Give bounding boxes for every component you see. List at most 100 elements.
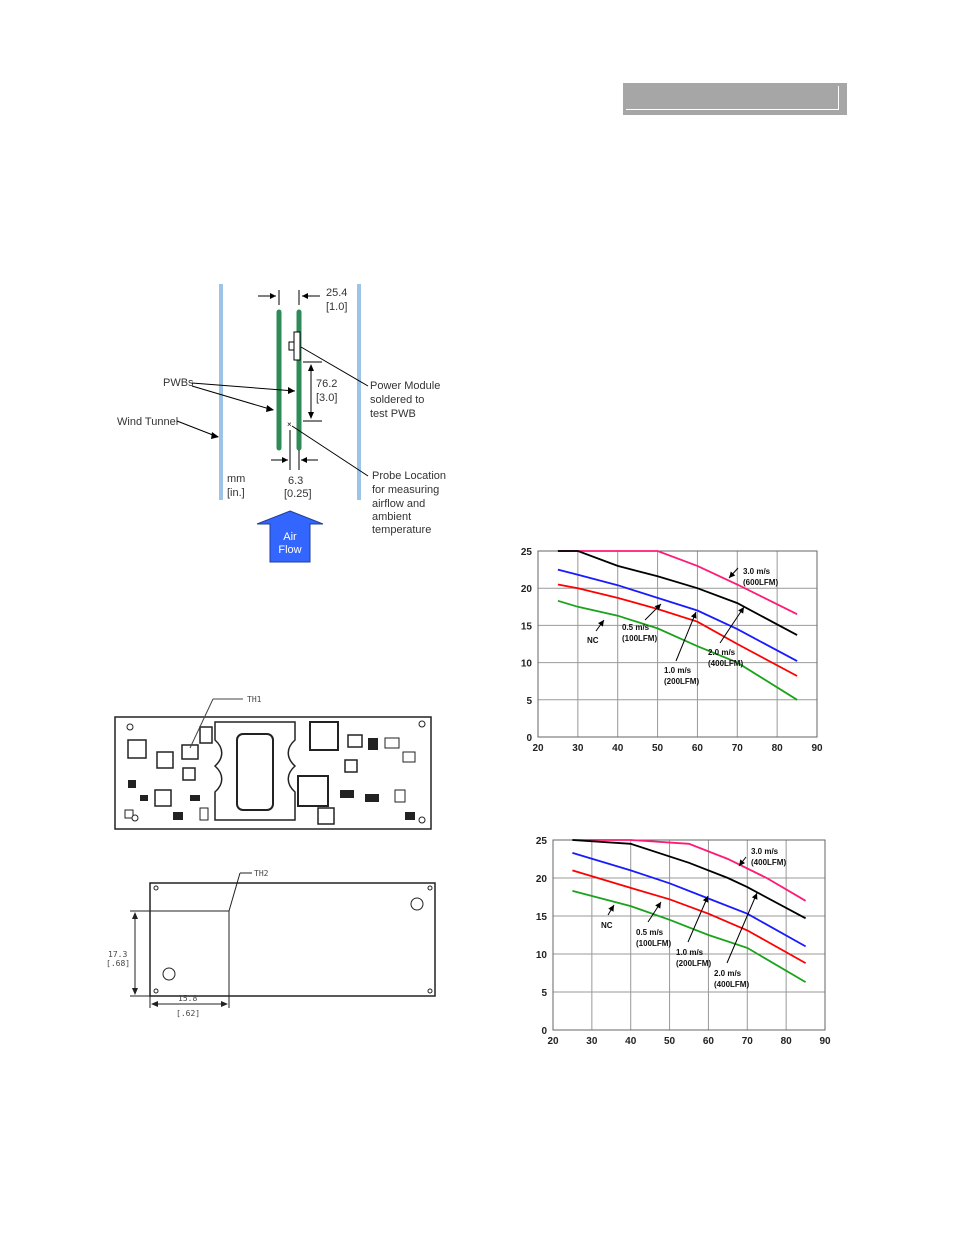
component bbox=[173, 812, 183, 820]
x-tick-label: 40 bbox=[625, 1036, 637, 1047]
y-tick-label: 25 bbox=[536, 836, 548, 847]
leader-arrowhead bbox=[211, 432, 219, 439]
annotation-label: (400LFM) bbox=[708, 659, 743, 668]
label-units-in: [in.] bbox=[227, 487, 245, 499]
component bbox=[190, 795, 200, 801]
x-tick-label: 80 bbox=[781, 1036, 793, 1047]
annotation-arrowhead bbox=[690, 612, 697, 619]
x-tick-label: 30 bbox=[586, 1036, 598, 1047]
annotation-label: (100LFM) bbox=[622, 634, 657, 643]
label-power-module-1: Power Module bbox=[370, 380, 440, 392]
x-tick-label: 70 bbox=[732, 743, 744, 754]
dim-arrowhead bbox=[132, 988, 138, 995]
annotation-label: (100LFM) bbox=[636, 939, 671, 948]
pcb-top-view: TH1 bbox=[114, 695, 432, 830]
component bbox=[317, 807, 335, 825]
y-tick-label: 10 bbox=[521, 659, 533, 670]
y-tick-label: 20 bbox=[521, 584, 533, 595]
dim-bottom-in: [0.25] bbox=[284, 488, 312, 500]
probe-marker: × bbox=[287, 420, 292, 429]
dim-mid-in: [3.0] bbox=[316, 392, 337, 404]
annotation-label: 0.5 m/s bbox=[636, 928, 664, 937]
component bbox=[124, 809, 134, 819]
y-tick-label: 0 bbox=[541, 1026, 547, 1037]
series-line bbox=[557, 568, 798, 662]
air-flow-label-1: Air bbox=[283, 531, 297, 543]
label-pwbs: PWBs bbox=[163, 377, 194, 389]
x-tick-label: 30 bbox=[572, 743, 584, 754]
series-line bbox=[557, 550, 798, 636]
mounting-hole bbox=[162, 967, 176, 981]
dim-mid-mm: 76.2 bbox=[316, 378, 337, 390]
power-module-shape bbox=[293, 331, 301, 361]
component bbox=[368, 738, 378, 750]
label-th1: TH1 bbox=[247, 695, 262, 704]
component bbox=[384, 737, 400, 749]
mounting-hole bbox=[418, 720, 426, 728]
x-tick-label: 90 bbox=[819, 1036, 831, 1047]
y-tick-label: 20 bbox=[536, 874, 548, 885]
annotation-label: 3.0 m/s bbox=[751, 847, 779, 856]
annotation-arrowhead bbox=[655, 902, 661, 909]
annotation-label: (400LFM) bbox=[751, 858, 786, 867]
annotation-label: NC bbox=[601, 921, 613, 930]
leader-arrowhead bbox=[288, 387, 295, 394]
y-tick-label: 15 bbox=[536, 912, 548, 923]
x-tick-label: 40 bbox=[612, 743, 624, 754]
series-line bbox=[572, 839, 807, 920]
label-power-module-3: test PWB bbox=[370, 408, 416, 420]
series-line bbox=[572, 839, 807, 902]
dim-top-mm: 25.4 bbox=[326, 287, 347, 299]
component bbox=[199, 807, 209, 821]
annotation-arrowhead bbox=[654, 604, 661, 611]
power-module-pin bbox=[288, 341, 295, 351]
component bbox=[140, 795, 148, 801]
dim-arrowhead bbox=[308, 412, 314, 419]
component bbox=[340, 790, 354, 798]
annotation-arrowhead bbox=[739, 859, 746, 866]
dim-h-in: [.62] bbox=[176, 1009, 200, 1018]
leader-line bbox=[191, 385, 274, 411]
annotation-arrowhead bbox=[738, 607, 744, 614]
mounting-hole bbox=[410, 897, 424, 911]
label-probe-3: airflow and bbox=[372, 498, 425, 510]
dim-arrowhead bbox=[151, 1001, 158, 1007]
component bbox=[347, 734, 363, 748]
y-tick-label: 5 bbox=[541, 988, 547, 999]
component bbox=[181, 744, 199, 760]
mounting-hole bbox=[427, 988, 433, 994]
y-tick-label: 15 bbox=[521, 621, 533, 632]
leader-line bbox=[191, 382, 296, 392]
x-tick-label: 50 bbox=[664, 1036, 676, 1047]
annotation-label: 1.0 m/s bbox=[676, 948, 704, 957]
dim-arrowhead bbox=[270, 293, 276, 299]
label-probe-2: for measuring bbox=[372, 484, 439, 496]
transformer-core bbox=[236, 733, 274, 811]
label-power-module-2: soldered to bbox=[370, 394, 424, 406]
dim-bottom-mm: 6.3 bbox=[288, 475, 303, 487]
dim-arrowhead bbox=[302, 293, 308, 299]
dim-v-mm: 17.3 bbox=[108, 950, 127, 959]
series-line bbox=[572, 890, 807, 983]
y-tick-label: 5 bbox=[526, 696, 532, 707]
series-line bbox=[557, 599, 798, 701]
x-tick-label: 60 bbox=[703, 1036, 715, 1047]
dim-v-in: [.68] bbox=[106, 959, 130, 968]
annotation-arrow bbox=[719, 606, 745, 644]
x-tick-label: 60 bbox=[692, 743, 704, 754]
component bbox=[402, 751, 416, 763]
air-flow-label-2: Flow bbox=[278, 544, 301, 556]
mounting-hole bbox=[427, 885, 433, 891]
x-tick-label: 70 bbox=[742, 1036, 754, 1047]
label-probe-5: temperature bbox=[372, 524, 431, 536]
leader-line bbox=[228, 872, 241, 912]
mounting-hole bbox=[131, 814, 139, 822]
label-probe-1: Probe Location bbox=[372, 470, 446, 482]
component bbox=[365, 794, 379, 802]
wind-tunnel-figure: 25.4 [1.0] 76.2 [3.0] 6.3 [0.25] × PWBs … bbox=[117, 284, 446, 563]
annotation-arrow bbox=[675, 611, 697, 662]
dim-arrowhead bbox=[282, 457, 288, 463]
annotation-label: 1.0 m/s bbox=[664, 666, 692, 675]
annotation-arrow bbox=[687, 895, 709, 943]
